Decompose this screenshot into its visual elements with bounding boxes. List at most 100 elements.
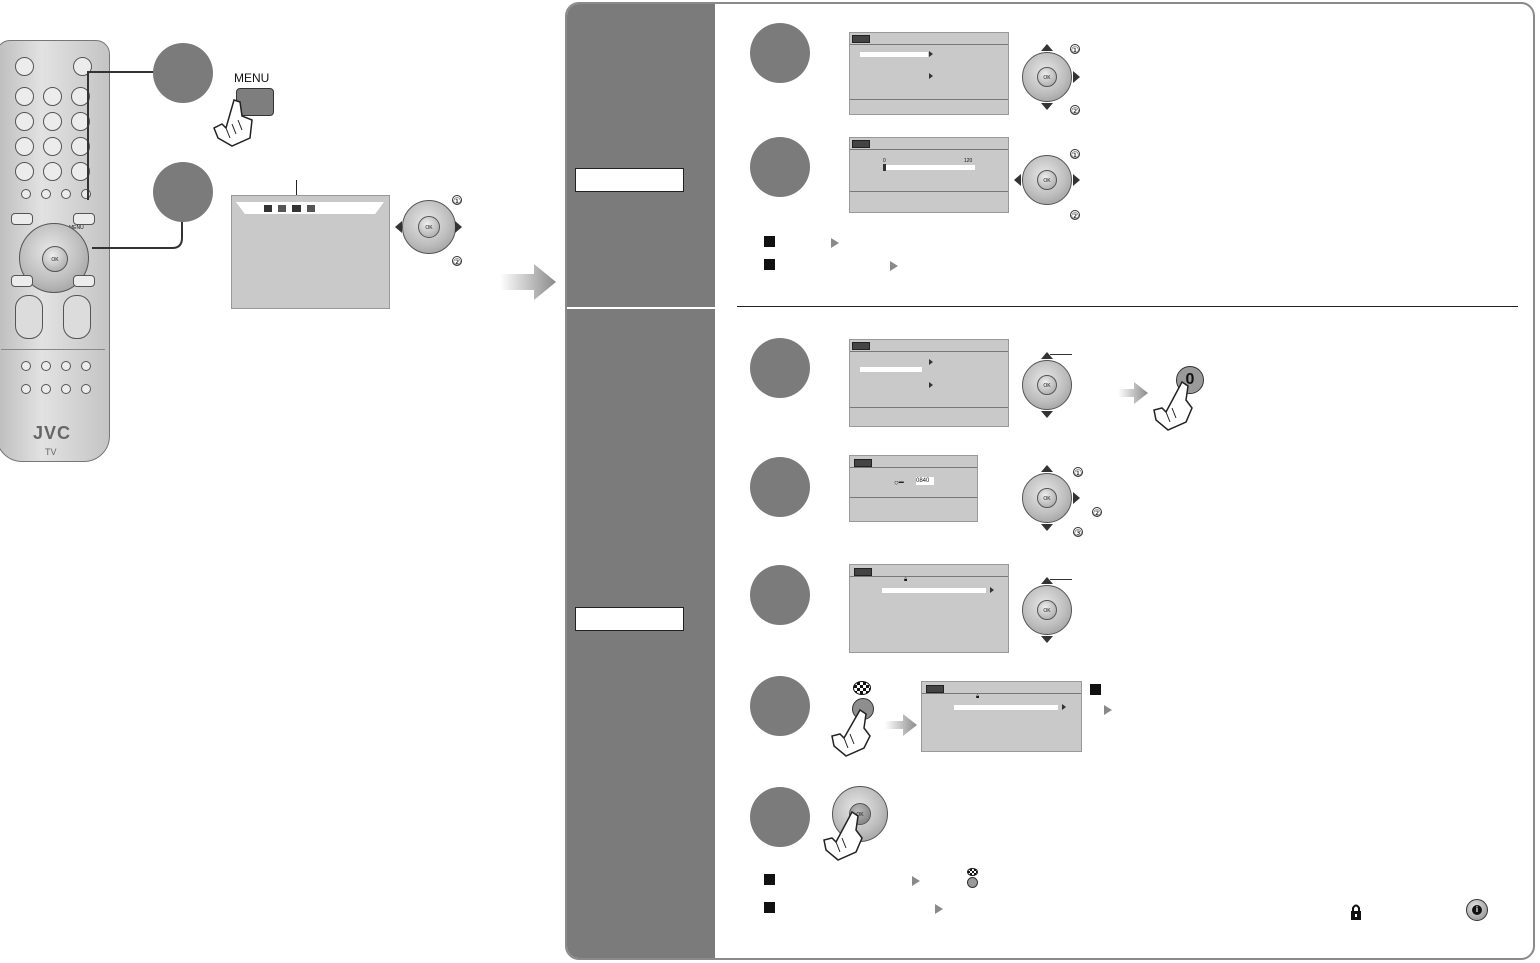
bullet-square bbox=[1090, 684, 1101, 695]
remote-small-button[interactable] bbox=[41, 384, 51, 394]
picture-icon bbox=[264, 205, 272, 212]
remote-number-button[interactable] bbox=[71, 162, 90, 181]
section-divider bbox=[737, 306, 1518, 307]
remote-number-button[interactable] bbox=[43, 137, 62, 156]
remote-menu-label: MENU bbox=[69, 225, 84, 231]
code-field: 0840 bbox=[916, 477, 934, 485]
tv-menu-icon bbox=[292, 205, 301, 212]
remote-number-button[interactable] bbox=[43, 87, 62, 106]
up-arrow-icon bbox=[1041, 44, 1053, 51]
remote-small-button[interactable] bbox=[81, 384, 91, 394]
ok-dpad-icon: OK bbox=[1022, 585, 1072, 635]
slider-track bbox=[883, 165, 975, 170]
slider-screen: 0 120 bbox=[849, 137, 1009, 213]
ok-dpad-icon: OK bbox=[402, 200, 456, 254]
remote-button[interactable] bbox=[11, 213, 33, 225]
callout-1: ① bbox=[1070, 149, 1080, 160]
gray-right-arrow-icon bbox=[935, 904, 943, 914]
tv-menu-screen bbox=[231, 195, 390, 309]
step-circle bbox=[750, 787, 810, 847]
down-arrow-icon bbox=[1041, 636, 1053, 643]
bullet-square bbox=[764, 874, 775, 885]
sidebar bbox=[567, 4, 715, 958]
callout-2: ② bbox=[452, 256, 462, 267]
step-circle bbox=[750, 23, 810, 83]
info-icon: i bbox=[1472, 905, 1482, 915]
remote-small-button[interactable] bbox=[21, 384, 31, 394]
remote-small-button[interactable] bbox=[81, 361, 91, 371]
left-arrow-icon bbox=[1014, 174, 1021, 186]
gray-right-arrow-icon bbox=[890, 261, 898, 271]
remote-number-button[interactable] bbox=[71, 112, 90, 131]
remote-small-button[interactable] bbox=[61, 361, 71, 371]
connector-lines bbox=[87, 71, 183, 249]
remote-small-button[interactable] bbox=[21, 361, 31, 371]
up-arrow-icon bbox=[1041, 577, 1053, 584]
callout-1: ① bbox=[1070, 44, 1080, 55]
remote-color-button[interactable] bbox=[81, 189, 91, 199]
down-arrow-icon bbox=[1041, 411, 1053, 418]
right-arrow-icon bbox=[1073, 174, 1080, 186]
remote-button[interactable] bbox=[73, 275, 95, 287]
bullet-square bbox=[764, 236, 775, 247]
ok-dpad-icon: OK bbox=[1022, 155, 1072, 205]
key-icon: ○━ bbox=[894, 478, 904, 487]
step-circle bbox=[750, 457, 810, 517]
right-arrow-icon bbox=[1073, 492, 1080, 504]
slider-min: 0 bbox=[883, 158, 886, 164]
sound-icon bbox=[278, 205, 286, 212]
remote-number-button[interactable] bbox=[71, 87, 90, 106]
remote-number-button[interactable] bbox=[15, 162, 34, 181]
colour-key-icon bbox=[967, 868, 978, 876]
remote-number-button[interactable] bbox=[15, 137, 34, 156]
pointer-line bbox=[1050, 579, 1072, 580]
highlight-row bbox=[860, 367, 922, 372]
colour-key-icon bbox=[853, 681, 871, 695]
remote-number-button[interactable] bbox=[15, 87, 34, 106]
remote-number-button[interactable] bbox=[43, 162, 62, 181]
tv-menu-icon bbox=[852, 140, 870, 148]
callout-2: ② bbox=[1092, 507, 1102, 518]
remote-small-button[interactable] bbox=[41, 361, 51, 371]
remote-channel-rocker[interactable] bbox=[15, 295, 43, 339]
remote-number-button[interactable] bbox=[71, 137, 90, 156]
remote-number-button[interactable] bbox=[43, 112, 62, 131]
remote-button[interactable] bbox=[11, 275, 33, 287]
pointer-line bbox=[296, 180, 297, 198]
step-circle bbox=[750, 565, 810, 625]
hand-press-icon bbox=[1153, 380, 1193, 431]
down-arrow-icon bbox=[1041, 524, 1053, 531]
gray-right-arrow-icon bbox=[1118, 382, 1148, 404]
highlight-row bbox=[954, 705, 1058, 710]
remote-small-button[interactable] bbox=[61, 384, 71, 394]
remote-ok-button[interactable]: OK bbox=[42, 246, 68, 272]
right-arrow-icon bbox=[1073, 71, 1080, 83]
menu-screen bbox=[849, 339, 1009, 427]
remote-number-button[interactable] bbox=[15, 112, 34, 131]
up-arrow-icon bbox=[1041, 465, 1053, 472]
remote-color-button[interactable] bbox=[21, 189, 31, 199]
code-screen: ○━ 0840 bbox=[849, 455, 978, 522]
remote-volume-rocker[interactable] bbox=[63, 295, 91, 339]
menu-button-label: MENU bbox=[234, 71, 270, 85]
pointer-line bbox=[1050, 354, 1072, 355]
colour-button bbox=[967, 877, 978, 888]
callout-1: ① bbox=[452, 195, 462, 206]
gray-right-arrow-icon bbox=[831, 238, 839, 248]
remote-color-button[interactable] bbox=[61, 189, 71, 199]
gray-right-arrow-icon bbox=[912, 876, 920, 886]
gray-right-arrow-icon bbox=[885, 714, 917, 736]
tv-menu-icon bbox=[854, 459, 872, 467]
remote-menu-key[interactable] bbox=[73, 213, 95, 225]
lock-list-screen: 🔒︎ bbox=[849, 564, 1009, 653]
remote-power-button[interactable] bbox=[15, 57, 34, 76]
callout-3: ③ bbox=[1073, 527, 1083, 538]
step-circle bbox=[750, 137, 810, 197]
remote-color-button[interactable] bbox=[41, 189, 51, 199]
bullet-square bbox=[764, 259, 775, 270]
info-button[interactable]: i bbox=[1466, 899, 1488, 921]
hand-press-icon bbox=[831, 708, 871, 757]
callout-2: ② bbox=[1070, 210, 1080, 221]
ok-dpad-icon: OK bbox=[1022, 52, 1072, 102]
tv-menu-icon bbox=[854, 568, 872, 576]
